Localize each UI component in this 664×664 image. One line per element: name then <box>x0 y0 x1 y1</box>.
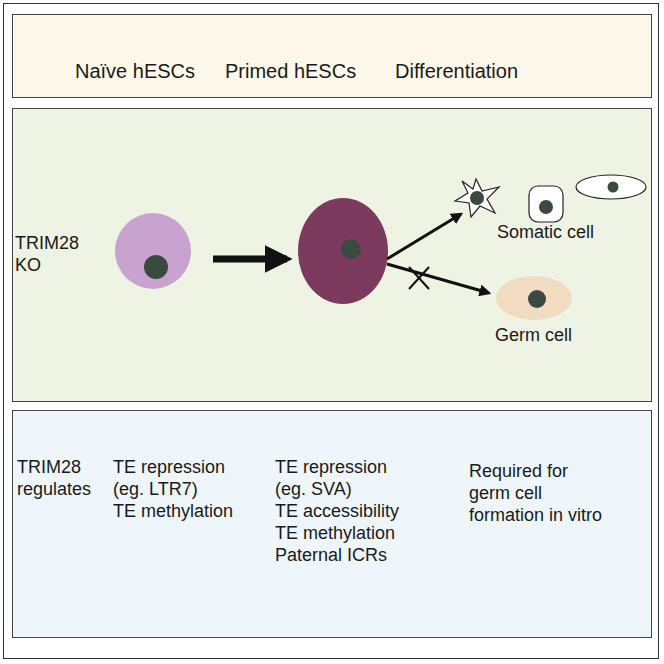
transition-arrow <box>213 256 287 263</box>
knockout-panel: Germ cell TRIM28 KO Somatic cell <box>12 108 652 402</box>
germ-cell <box>496 276 572 320</box>
regulation-item: TE repression (eg. SVA) <box>275 456 415 500</box>
somatic-arrow <box>387 214 461 259</box>
neuron-like-cell <box>455 179 499 217</box>
cell-label: Somatic cell <box>497 221 594 243</box>
germ-cell-node: Germ cell <box>495 275 573 321</box>
regulation-item: Paternal ICRs <box>275 544 455 566</box>
cell-label: Germ cell <box>495 324 572 346</box>
nucleus <box>539 200 553 214</box>
row-label: TRIM28 regulates <box>17 456 103 500</box>
stage-label: Differentiation <box>395 60 518 82</box>
nucleus <box>528 290 546 308</box>
primed-cell <box>298 198 388 304</box>
naive-cell <box>115 213 191 289</box>
block-cross <box>409 267 429 289</box>
regulation-item: TE methylation <box>275 522 455 544</box>
stage-label: Naïve hESCs <box>75 60 195 82</box>
germ-cell-outline <box>495 275 573 321</box>
row-label: TRIM28 KO <box>15 232 87 276</box>
fibroblast-cell <box>576 175 646 199</box>
nucleus <box>144 255 168 279</box>
epithelial-cell <box>529 186 563 222</box>
regulation-item: TE methylation <box>113 500 263 522</box>
nucleus <box>341 239 361 259</box>
regulation-item: TE repression (eg. LTR7) <box>113 456 241 500</box>
cell-illustration <box>13 109 653 403</box>
germ-arrow <box>387 264 489 293</box>
block-cross <box>409 267 429 289</box>
stage-label: Primed hESCs <box>225 60 356 82</box>
regulation-item: Required for germ cell formation in vitr… <box>469 460 609 526</box>
regulation-panel: TRIM28 regulatesTE repression (eg. LTR7)… <box>12 410 652 638</box>
nucleus <box>470 191 484 205</box>
nucleus <box>608 182 619 193</box>
regulation-item: TE accessibility <box>275 500 455 522</box>
stage-header-band: Naïve hESCs Primed hESCs Differentiation <box>12 14 652 98</box>
